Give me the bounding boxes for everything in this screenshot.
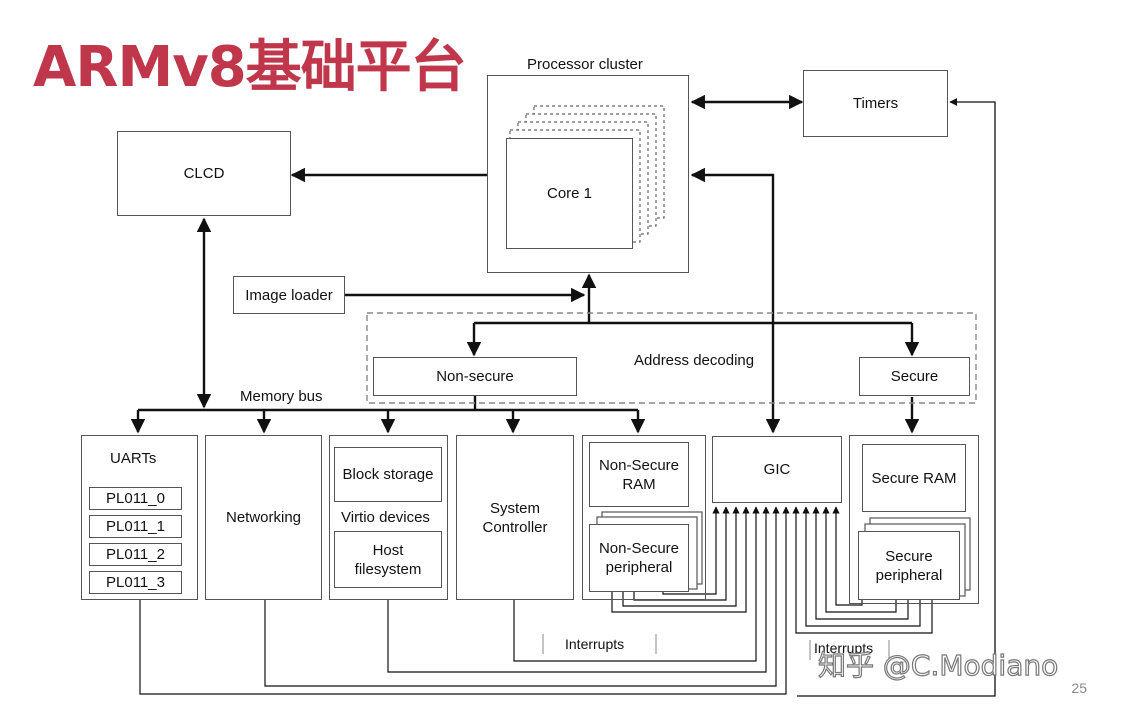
secure-label: Secure <box>890 368 939 385</box>
virtio-devices-label: Virtio devices <box>341 509 430 526</box>
non-secure-memory-group <box>582 435 706 600</box>
non-secure-ram-line2: RAM <box>622 475 656 493</box>
uart-item: PL011_1 <box>89 515 182 538</box>
non-secure-peripheral-line2: peripheral <box>605 559 673 576</box>
gic-box: GIC <box>712 436 842 503</box>
clcd-label: CLCD <box>183 165 225 182</box>
secure-peripheral-line1: Secure <box>885 547 933 565</box>
gic-label: GIC <box>763 461 791 478</box>
host-filesystem-box: Host filesystem <box>334 531 442 588</box>
non-secure-label: Non-secure <box>436 368 514 385</box>
watermark: 知乎 @C.Modiano <box>817 648 1059 682</box>
uart-item-label: PL011_3 <box>106 574 165 591</box>
host-filesystem-line2: filesystem <box>354 560 422 578</box>
page-title: ARMv8基础平台 <box>33 35 467 100</box>
uart-item-label: PL011_1 <box>106 518 165 535</box>
non-secure-peripheral-line1: Non-Secure <box>598 540 680 557</box>
address-decoding-label: Address decoding <box>634 352 755 369</box>
clcd-box: CLCD <box>117 131 291 216</box>
timers-box: Timers <box>803 70 948 137</box>
interrupts-label-right: Interrupts <box>814 640 874 656</box>
core-1-label: Core 1 <box>546 185 593 202</box>
non-secure-peripheral-box: Non-Secure peripheral <box>589 524 689 592</box>
uart-item: PL011_0 <box>89 487 182 510</box>
timers-label: Timers <box>852 95 899 112</box>
networking-box: Networking <box>205 435 322 600</box>
non-secure-ram-box: Non-Secure RAM <box>589 442 689 507</box>
core-1-box: Core 1 <box>506 138 633 249</box>
uart-item-label: PL011_2 <box>106 546 165 563</box>
secure-ram-label: Secure RAM <box>871 469 957 487</box>
block-storage-box: Block storage <box>334 447 442 502</box>
system-controller-line1: System <box>489 499 540 517</box>
image-loader-box: Image loader <box>233 276 345 314</box>
secure-peripheral-box: Secure peripheral <box>858 531 960 600</box>
secure-box: Secure <box>859 357 970 396</box>
processor-cluster-box <box>487 75 689 273</box>
memory-bus-label: Memory bus <box>240 388 323 405</box>
image-loader-label: Image loader <box>245 286 333 304</box>
system-controller-line2: Controller <box>482 518 548 536</box>
block-storage-label: Block storage <box>342 466 434 483</box>
system-controller-box: System Controller <box>456 435 574 600</box>
interrupts-label-left: Interrupts <box>565 636 625 652</box>
secure-ram-box: Secure RAM <box>862 444 966 512</box>
non-secure-ram-line1: Non-Secure <box>598 456 680 474</box>
host-filesystem-line1: Host <box>372 541 404 559</box>
uart-item: PL011_3 <box>89 571 182 594</box>
uart-item-label: PL011_0 <box>106 490 165 507</box>
processor-cluster-label: Processor cluster <box>527 56 643 73</box>
uarts-label: UARTs <box>110 450 157 467</box>
page-number: 25 <box>1071 680 1087 696</box>
networking-label: Networking <box>225 509 302 526</box>
uart-item: PL011_2 <box>89 543 182 566</box>
non-secure-box: Non-secure <box>373 357 577 396</box>
secure-memory-group <box>849 435 979 604</box>
secure-peripheral-line2: peripheral <box>875 566 943 584</box>
